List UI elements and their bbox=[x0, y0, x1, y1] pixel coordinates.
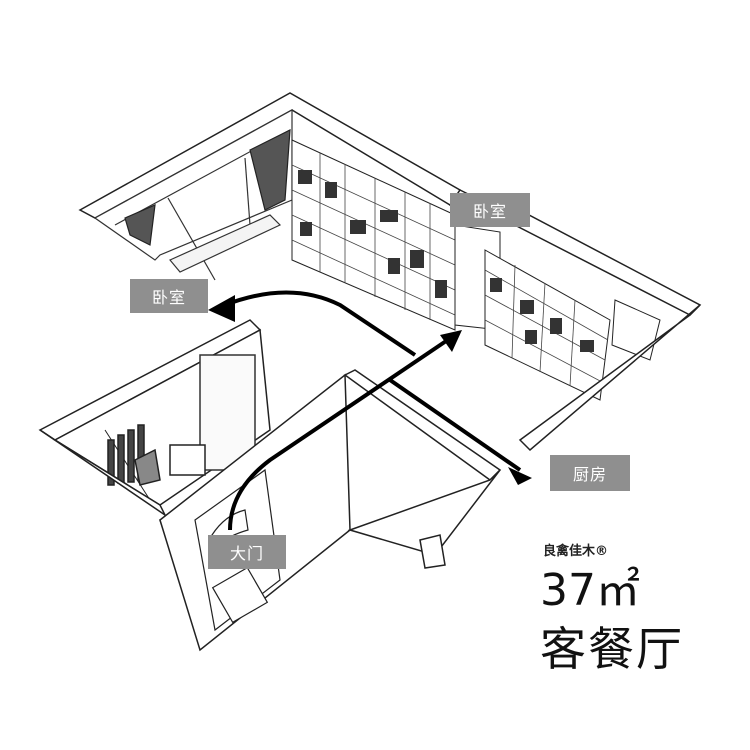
right-shelf-wall bbox=[454, 224, 661, 401]
route-to-kitchen bbox=[388, 378, 522, 472]
arrow-heads bbox=[208, 295, 532, 485]
label-main-door: 大门 bbox=[208, 535, 286, 569]
window-wall bbox=[93, 108, 293, 281]
area-text: 37㎡ bbox=[540, 565, 640, 616]
label-bedroom-left: 卧室 bbox=[130, 279, 208, 313]
label-bedroom-right: 卧室 bbox=[450, 193, 530, 227]
label-kitchen: 厨房 bbox=[550, 455, 630, 491]
arrowhead-bedroom-left bbox=[208, 295, 235, 322]
route-arrows bbox=[224, 290, 522, 531]
right-wall-band bbox=[518, 304, 701, 452]
arrowhead-bedroom-right bbox=[440, 330, 462, 352]
bookshelf-wall bbox=[291, 139, 456, 331]
room-name: 客餐厅 bbox=[540, 622, 684, 676]
arrowhead-kitchen bbox=[508, 467, 532, 485]
brand-logo: 良禽佳木® bbox=[543, 544, 609, 559]
route-to-bedroom-left bbox=[224, 290, 417, 357]
route-door-to-bedroom-right bbox=[228, 333, 457, 531]
